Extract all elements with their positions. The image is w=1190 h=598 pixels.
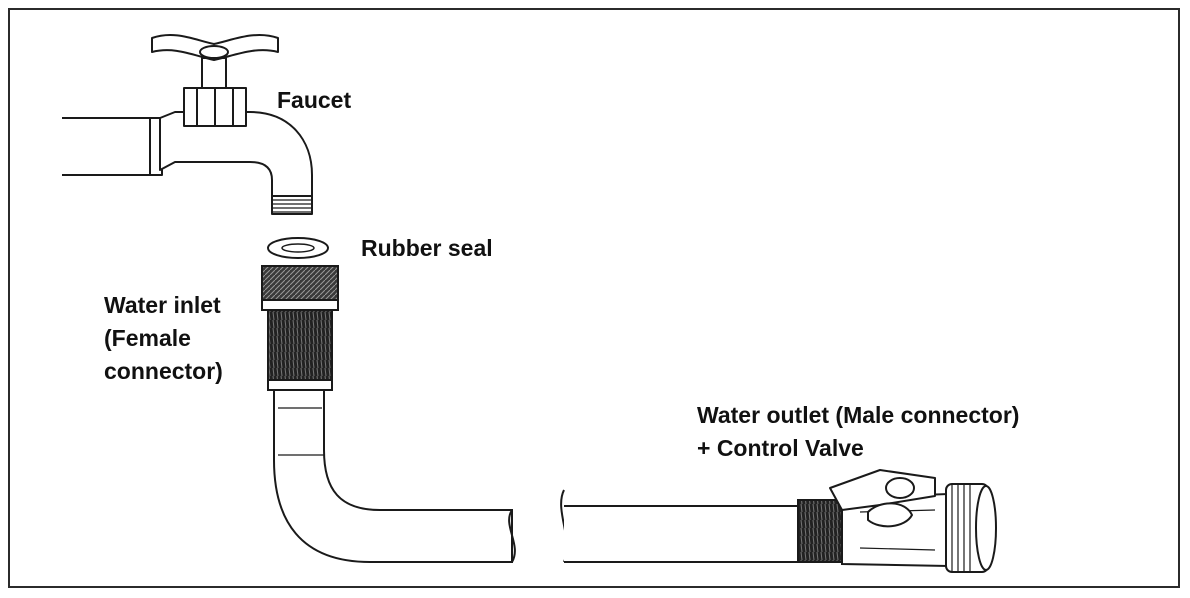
water-outlet-line-2: + Control Valve xyxy=(697,435,864,461)
water-inlet-line-2: (Female xyxy=(104,325,191,351)
water-inlet-line-1: Water inlet xyxy=(104,292,221,318)
control-valve-icon xyxy=(829,469,936,528)
faucet-label-text: Faucet xyxy=(277,87,352,113)
rubber-seal-label: Rubber seal xyxy=(361,232,493,265)
water-inlet-label: Water inlet (Female connector) xyxy=(104,289,223,388)
water-outlet-line-1: Water outlet (Male connector) xyxy=(697,402,1020,428)
water-outlet-label: Water outlet (Male connector) + Control … xyxy=(697,399,1019,465)
faucet-label: Faucet xyxy=(277,84,351,117)
rubber-seal-icon xyxy=(267,237,329,259)
water-inlet-line-3: connector) xyxy=(104,358,223,384)
female-connector-icon xyxy=(261,265,339,391)
rubber-seal-label-text: Rubber seal xyxy=(361,235,493,261)
faucet-icon xyxy=(62,34,313,215)
